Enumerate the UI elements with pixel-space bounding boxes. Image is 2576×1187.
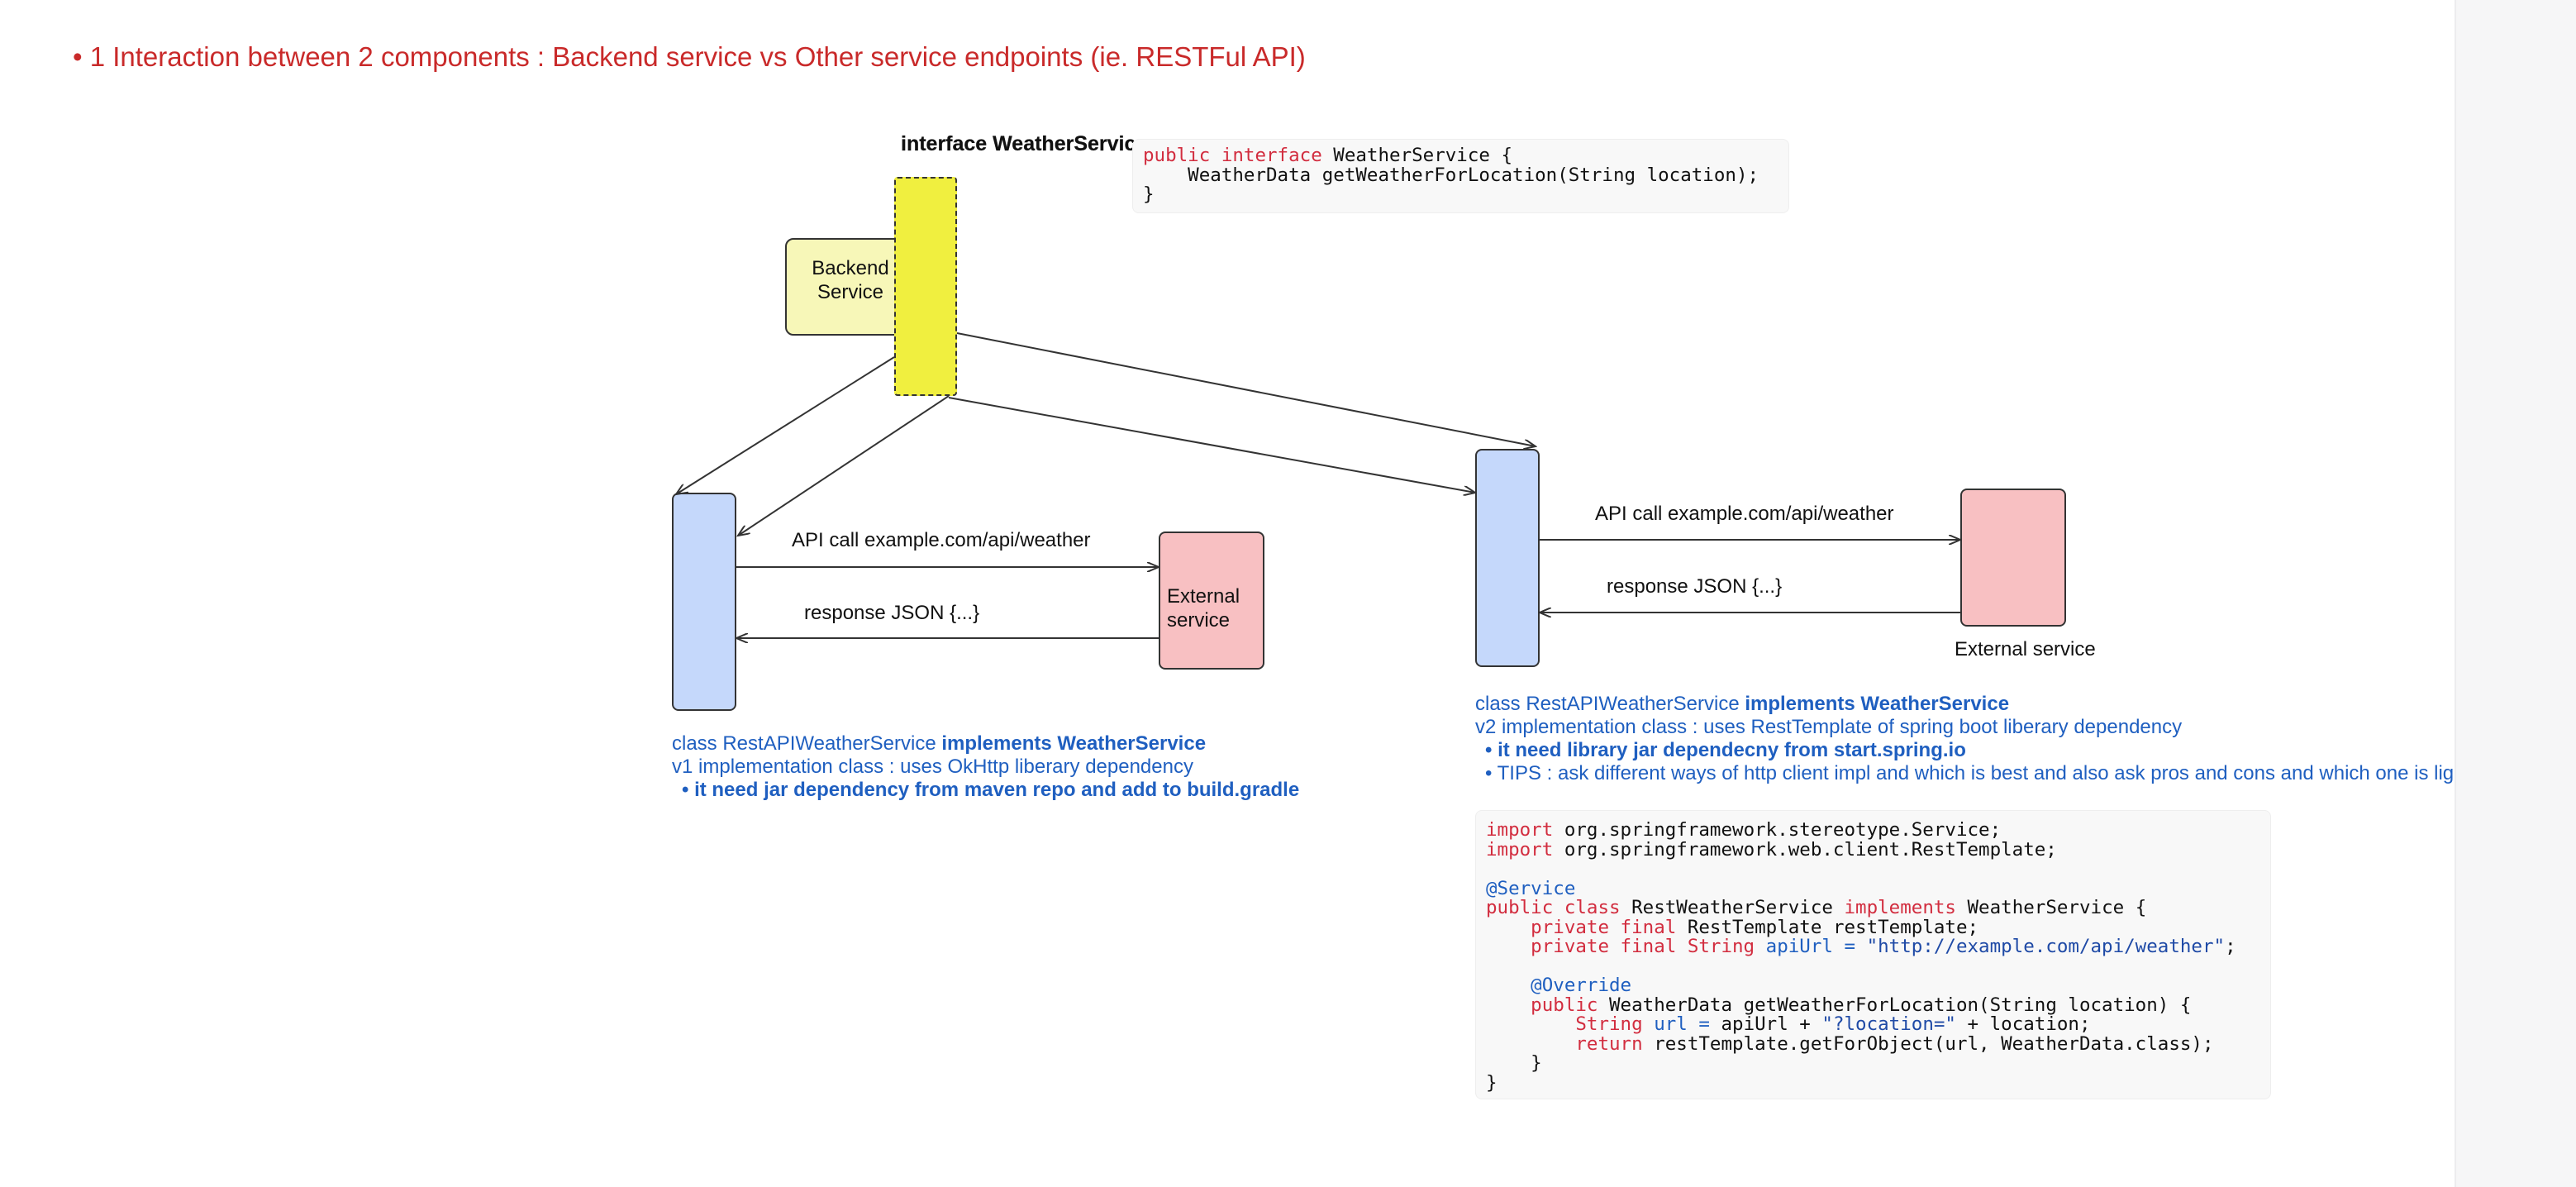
v2-class-implements: implements WeatherService (1745, 693, 2010, 715)
code-text: WeatherService { (1321, 145, 1513, 166)
response-label-right: response JSON {...} (1607, 575, 1783, 598)
code-keyword: return (1486, 1032, 1643, 1055)
v1-class-implements: implements WeatherService (941, 732, 1207, 755)
code-text: org.springframework.web.client.RestTempl… (1553, 838, 2057, 860)
api-call-label-right: API call example.com/api/weather (1595, 503, 1894, 525)
v1-class-line: class RestAPIWeatherService implements W… (672, 732, 1206, 756)
connector-arrows (0, 332, 2455, 1187)
right-side-panel (2455, 0, 2576, 1187)
v1-class-prefix: class RestAPIWeatherService (672, 732, 942, 755)
code-text: apiUrl + (1709, 1013, 1822, 1035)
code-text: ; (2225, 936, 2236, 957)
code-keyword: private final (1486, 916, 1677, 938)
code-variable: url = (1642, 1013, 1710, 1035)
arrow-interface-to-v1-outer (676, 356, 895, 494)
code-text: } (1486, 1071, 1498, 1094)
code-text: WeatherData getWeatherForLocation(String… (1598, 994, 2192, 1016)
v2-class-prefix: class RestAPIWeatherService (1475, 693, 1745, 715)
arrow-interface-to-v2 (948, 397, 1475, 493)
api-call-label-left: API call example.com/api/weather (792, 529, 1091, 551)
code-annotation: @Override (1486, 975, 1632, 996)
code-keyword: public (1486, 994, 1598, 1016)
rest-weather-service-code-block[interactable]: import org.springframework.stereotype.Se… (1475, 810, 2271, 1099)
weather-service-interface-box[interactable] (894, 177, 957, 396)
code-keyword: import (1486, 838, 1554, 860)
code-keyword: public interface (1143, 145, 1322, 166)
code-text: } (1143, 184, 1155, 205)
v2-implementation-box[interactable] (1475, 449, 1540, 667)
external-service-box-right[interactable] (1960, 489, 2066, 627)
v1-description: v1 implementation class : uses OkHttp li… (672, 756, 1193, 778)
v1-implementation-box[interactable] (672, 493, 736, 711)
response-label-left: response JSON {...} (804, 602, 980, 624)
arrow-interface-to-v1-inner (738, 395, 950, 536)
code-text: WeatherData getWeatherForLocation(String… (1143, 164, 1759, 186)
code-text: } (1486, 1052, 1542, 1074)
code-string: "http://example.com/api/weather" (1855, 936, 2226, 957)
code-text: + location; (1955, 1013, 2091, 1035)
page-heading: • 1 Interaction between 2 components : B… (73, 41, 1306, 72)
code-keyword: import (1486, 819, 1554, 841)
interface-title: interface WeatherService (901, 132, 1148, 155)
external-service-label-right: External service (1955, 638, 2096, 660)
code-text: RestTemplate restTemplate; (1676, 916, 1979, 938)
v2-bullet-2: • TIPS : ask different ways of http clie… (1485, 762, 2534, 784)
external-service-box-left[interactable]: External service (1159, 532, 1264, 670)
code-text: restTemplate.getForObject(url, WeatherDa… (1642, 1032, 2214, 1055)
arrow-interface-to-v2-top (956, 332, 1536, 446)
code-keyword: private final String (1486, 936, 1755, 957)
code-text: org.springframework.stereotype.Service; (1553, 819, 2002, 841)
code-keyword: String (1486, 1013, 1643, 1035)
v2-class-line: class RestAPIWeatherService implements W… (1475, 693, 2009, 716)
interface-code-block[interactable]: public interface WeatherService { Weathe… (1132, 139, 1789, 213)
v1-bullet: • it need jar dependency from maven repo… (682, 779, 1300, 801)
code-keyword: implements (1844, 897, 1956, 918)
code-variable: apiUrl = (1755, 936, 1856, 957)
backend-service-box[interactable]: Backend Service (785, 238, 916, 336)
code-text: WeatherService { (1955, 897, 2147, 918)
v2-description: v2 implementation class : uses RestTempl… (1475, 716, 2183, 738)
v2-bullet-1: • it need library jar dependecny from st… (1485, 739, 1966, 761)
code-keyword: public class (1486, 897, 1621, 918)
backend-service-label: Backend Service (812, 257, 889, 303)
code-string: "?location=" (1821, 1013, 1956, 1035)
code-text: RestWeatherService (1620, 897, 1845, 918)
code-annotation: @Service (1486, 877, 1576, 899)
external-service-label-left: External service (1167, 585, 1240, 632)
